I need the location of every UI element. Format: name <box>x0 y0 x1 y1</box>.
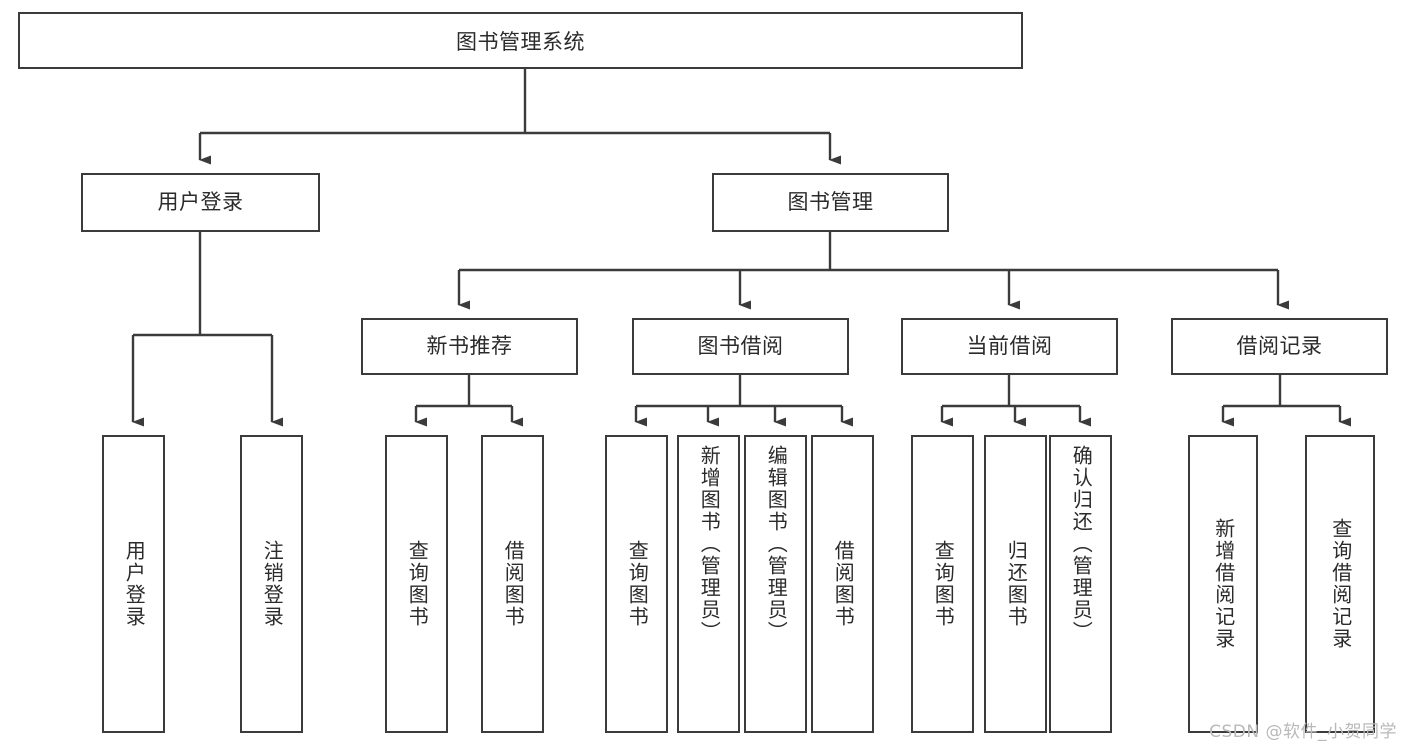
node-book-borrow[interactable]: 图书借阅 <box>632 318 849 375</box>
node-book-manage-label: 图书管理 <box>787 190 874 214</box>
node-current-borrow[interactable]: 当前借阅 <box>901 318 1118 375</box>
node-leaf-query-book-2[interactable]: 查询图书 <box>605 435 668 733</box>
node-leaf-query-book-2-label: 查询图书 <box>625 540 650 628</box>
node-root[interactable]: 图书管理系统 <box>18 12 1023 69</box>
node-leaf-borrow-book-1-label: 借阅图书 <box>501 540 526 628</box>
node-user-login-label: 用户登录 <box>157 190 244 214</box>
node-root-label: 图书管理系统 <box>456 29 585 54</box>
node-leaf-add-borrow-record[interactable]: 新增借阅记录 <box>1188 435 1258 733</box>
node-leaf-edit-book-admin-label: 编辑图书（管理员） <box>764 445 789 643</box>
node-leaf-query-borrow-record-label: 查询借阅记录 <box>1328 518 1353 650</box>
node-leaf-confirm-return-admin-label: 确认归还（管理员） <box>1069 445 1094 643</box>
node-leaf-logout[interactable]: 注销登录 <box>240 435 303 733</box>
node-leaf-query-book-1[interactable]: 查询图书 <box>385 435 448 733</box>
node-leaf-borrow-book-2-label: 借阅图书 <box>831 540 856 628</box>
node-leaf-return-book-label: 归还图书 <box>1004 540 1029 628</box>
watermark: CSDN @软件_小贺同学 <box>1209 722 1397 742</box>
node-leaf-borrow-book-1[interactable]: 借阅图书 <box>481 435 544 733</box>
node-leaf-confirm-return-admin[interactable]: 确认归还（管理员） <box>1049 435 1112 733</box>
node-borrow-record[interactable]: 借阅记录 <box>1171 318 1388 375</box>
node-leaf-query-book-3-label: 查询图书 <box>931 540 956 628</box>
node-current-borrow-label: 当前借阅 <box>966 334 1053 358</box>
node-leaf-query-book-1-label: 查询图书 <box>405 540 430 628</box>
node-book-borrow-label: 图书借阅 <box>697 334 784 358</box>
node-leaf-user-login[interactable]: 用户登录 <box>102 435 165 733</box>
node-leaf-query-borrow-record[interactable]: 查询借阅记录 <box>1305 435 1375 733</box>
node-user-login[interactable]: 用户登录 <box>81 173 320 232</box>
node-leaf-user-login-label: 用户登录 <box>122 540 147 628</box>
node-leaf-add-book-admin[interactable]: 新增图书（管理员） <box>677 435 740 733</box>
node-new-book-recommend[interactable]: 新书推荐 <box>361 318 578 375</box>
node-book-manage[interactable]: 图书管理 <box>712 173 949 232</box>
node-leaf-borrow-book-2[interactable]: 借阅图书 <box>811 435 874 733</box>
node-leaf-add-book-admin-label: 新增图书（管理员） <box>697 445 722 643</box>
node-new-book-recommend-label: 新书推荐 <box>426 334 513 358</box>
node-leaf-add-borrow-record-label: 新增借阅记录 <box>1211 518 1236 650</box>
node-borrow-record-label: 借阅记录 <box>1236 334 1323 358</box>
node-leaf-query-book-3[interactable]: 查询图书 <box>911 435 974 733</box>
node-leaf-logout-label: 注销登录 <box>260 540 285 628</box>
node-leaf-return-book[interactable]: 归还图书 <box>984 435 1047 733</box>
node-leaf-edit-book-admin[interactable]: 编辑图书（管理员） <box>744 435 807 733</box>
